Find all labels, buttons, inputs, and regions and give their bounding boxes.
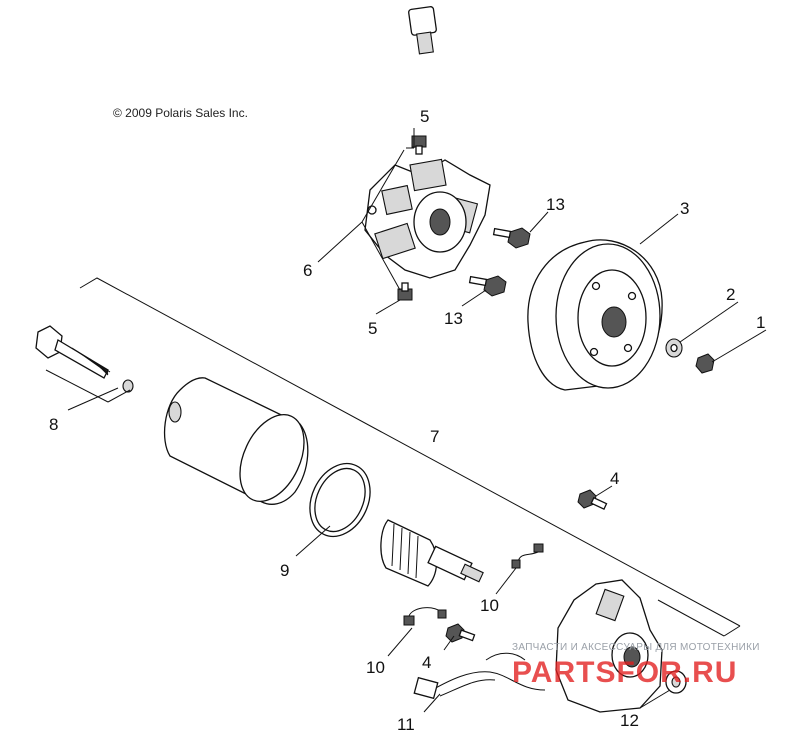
callout-6: 6 — [303, 261, 312, 280]
wire-harness-part-11 — [413, 652, 546, 700]
bolt-13-lower — [468, 275, 507, 297]
callout-11: 11 — [397, 715, 415, 734]
washer-part-2 — [665, 338, 683, 358]
brush-lead-10-lower — [403, 607, 447, 626]
callout-9: 9 — [280, 561, 289, 580]
nut-part-1 — [695, 353, 715, 374]
callout-1: 1 — [756, 313, 765, 332]
callout-4-lower: 4 — [422, 653, 431, 672]
callout-12: 12 — [620, 711, 639, 730]
callout-10-lower: 10 — [366, 658, 385, 677]
flywheel-part — [527, 239, 663, 391]
bolt-5-upper — [411, 135, 427, 155]
watermark-tagline: ЗАПЧАСТИ И АКСЕССУАРЫ ДЛЯ МОТОТЕХНИКИ — [512, 642, 760, 653]
watermark-brand: PARTSFOR.RU — [512, 656, 738, 689]
starter-end-cover — [555, 579, 663, 713]
callout-8: 8 — [49, 415, 58, 434]
bolt-13-upper — [492, 227, 531, 249]
washer-part-12 — [665, 670, 687, 694]
leader-lines — [45, 128, 767, 713]
bolt-4-lower — [445, 623, 476, 643]
copyright-notice: © 2009 Polaris Sales Inc. — [113, 106, 248, 120]
starter-assembly-bracket — [79, 277, 741, 637]
callout-2: 2 — [726, 285, 735, 304]
o-ring-part-9 — [309, 462, 371, 538]
callout-5-upper: 5 — [420, 107, 429, 126]
armature — [380, 519, 484, 587]
callout-13-lower: 13 — [444, 309, 463, 328]
callout-5-lower: 5 — [368, 319, 377, 338]
bolt-4-upper — [577, 489, 608, 510]
callout-3: 3 — [680, 199, 689, 218]
long-bolt-part-8 — [35, 325, 134, 393]
motor-housing — [163, 377, 309, 505]
brush-lead-10-upper — [511, 543, 544, 569]
bolt-5-lower — [397, 282, 413, 301]
callout-13-upper: 13 — [546, 195, 565, 214]
callout-10-upper: 10 — [480, 596, 499, 615]
callout-7: 7 — [430, 427, 439, 446]
callout-labels: 1 2 3 4 4 5 5 6 7 8 9 10 10 11 12 13 13 — [49, 107, 765, 734]
stator-part — [364, 6, 491, 279]
callout-4-upper: 4 — [610, 469, 619, 488]
